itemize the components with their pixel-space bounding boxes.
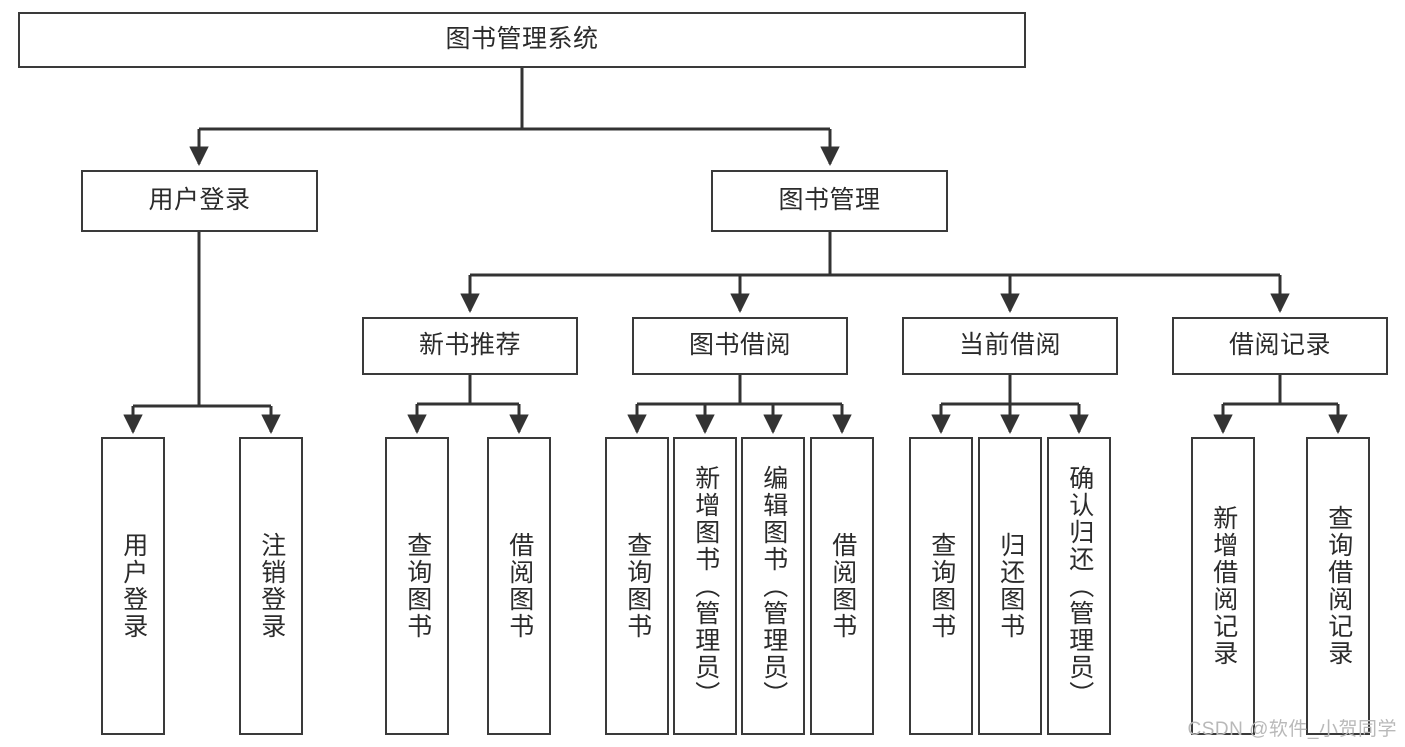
node-root[interactable]: 图书管理系统	[18, 12, 1026, 68]
node-current-borrow[interactable]: 当前借阅	[902, 317, 1118, 375]
leaf-query-book-2-label: 查询图书	[623, 532, 652, 640]
leaf-confirm-return[interactable]: 确认归还（管理员）	[1047, 437, 1111, 735]
leaf-borrow-book-2-label: 借阅图书	[828, 532, 857, 640]
node-current-borrow-label: 当前借阅	[958, 331, 1061, 360]
leaf-add-book[interactable]: 新增图书（管理员）	[673, 437, 737, 735]
leaf-return-book-label: 归还图书	[996, 532, 1025, 640]
node-book-borrow-label: 图书借阅	[688, 331, 791, 360]
leaf-query-record[interactable]: 查询借阅记录	[1306, 437, 1370, 735]
leaf-confirm-return-label: 确认归还（管理员）	[1065, 464, 1094, 708]
node-user-login[interactable]: 用户登录	[81, 170, 318, 232]
leaf-query-book-1-label: 查询图书	[403, 532, 432, 640]
leaf-query-book-3[interactable]: 查询图书	[909, 437, 973, 735]
leaf-query-book-1[interactable]: 查询图书	[385, 437, 449, 735]
leaf-user-login[interactable]: 用户登录	[101, 437, 165, 735]
leaf-return-book[interactable]: 归还图书	[978, 437, 1042, 735]
leaf-query-record-label: 查询借阅记录	[1324, 505, 1353, 667]
node-root-label: 图书管理系统	[445, 25, 599, 54]
leaf-logout-login-label: 注销登录	[257, 532, 286, 640]
leaf-logout-login[interactable]: 注销登录	[239, 437, 303, 735]
leaf-borrow-book-2[interactable]: 借阅图书	[810, 437, 874, 735]
node-book-manage[interactable]: 图书管理	[711, 170, 948, 232]
leaf-borrow-book-1[interactable]: 借阅图书	[487, 437, 551, 735]
node-borrow-record-label: 借阅记录	[1228, 331, 1331, 360]
node-new-book-recommend[interactable]: 新书推荐	[362, 317, 578, 375]
leaf-add-record[interactable]: 新增借阅记录	[1191, 437, 1255, 735]
csdn-watermark: CSDN @软件_小贺同学	[1187, 719, 1397, 740]
leaf-user-login-label: 用户登录	[119, 532, 148, 640]
node-borrow-record[interactable]: 借阅记录	[1172, 317, 1388, 375]
node-new-book-recommend-label: 新书推荐	[418, 331, 521, 360]
leaf-edit-book[interactable]: 编辑图书（管理员）	[741, 437, 805, 735]
leaf-add-book-label: 新增图书（管理员）	[691, 464, 720, 708]
leaf-query-book-3-label: 查询图书	[927, 532, 956, 640]
node-book-manage-label: 图书管理	[778, 186, 881, 215]
node-user-login-label: 用户登录	[148, 186, 251, 215]
node-book-borrow[interactable]: 图书借阅	[632, 317, 848, 375]
leaf-add-record-label: 新增借阅记录	[1209, 505, 1238, 667]
leaf-borrow-book-1-label: 借阅图书	[505, 532, 534, 640]
leaf-query-book-2[interactable]: 查询图书	[605, 437, 669, 735]
leaf-edit-book-label: 编辑图书（管理员）	[759, 464, 788, 708]
